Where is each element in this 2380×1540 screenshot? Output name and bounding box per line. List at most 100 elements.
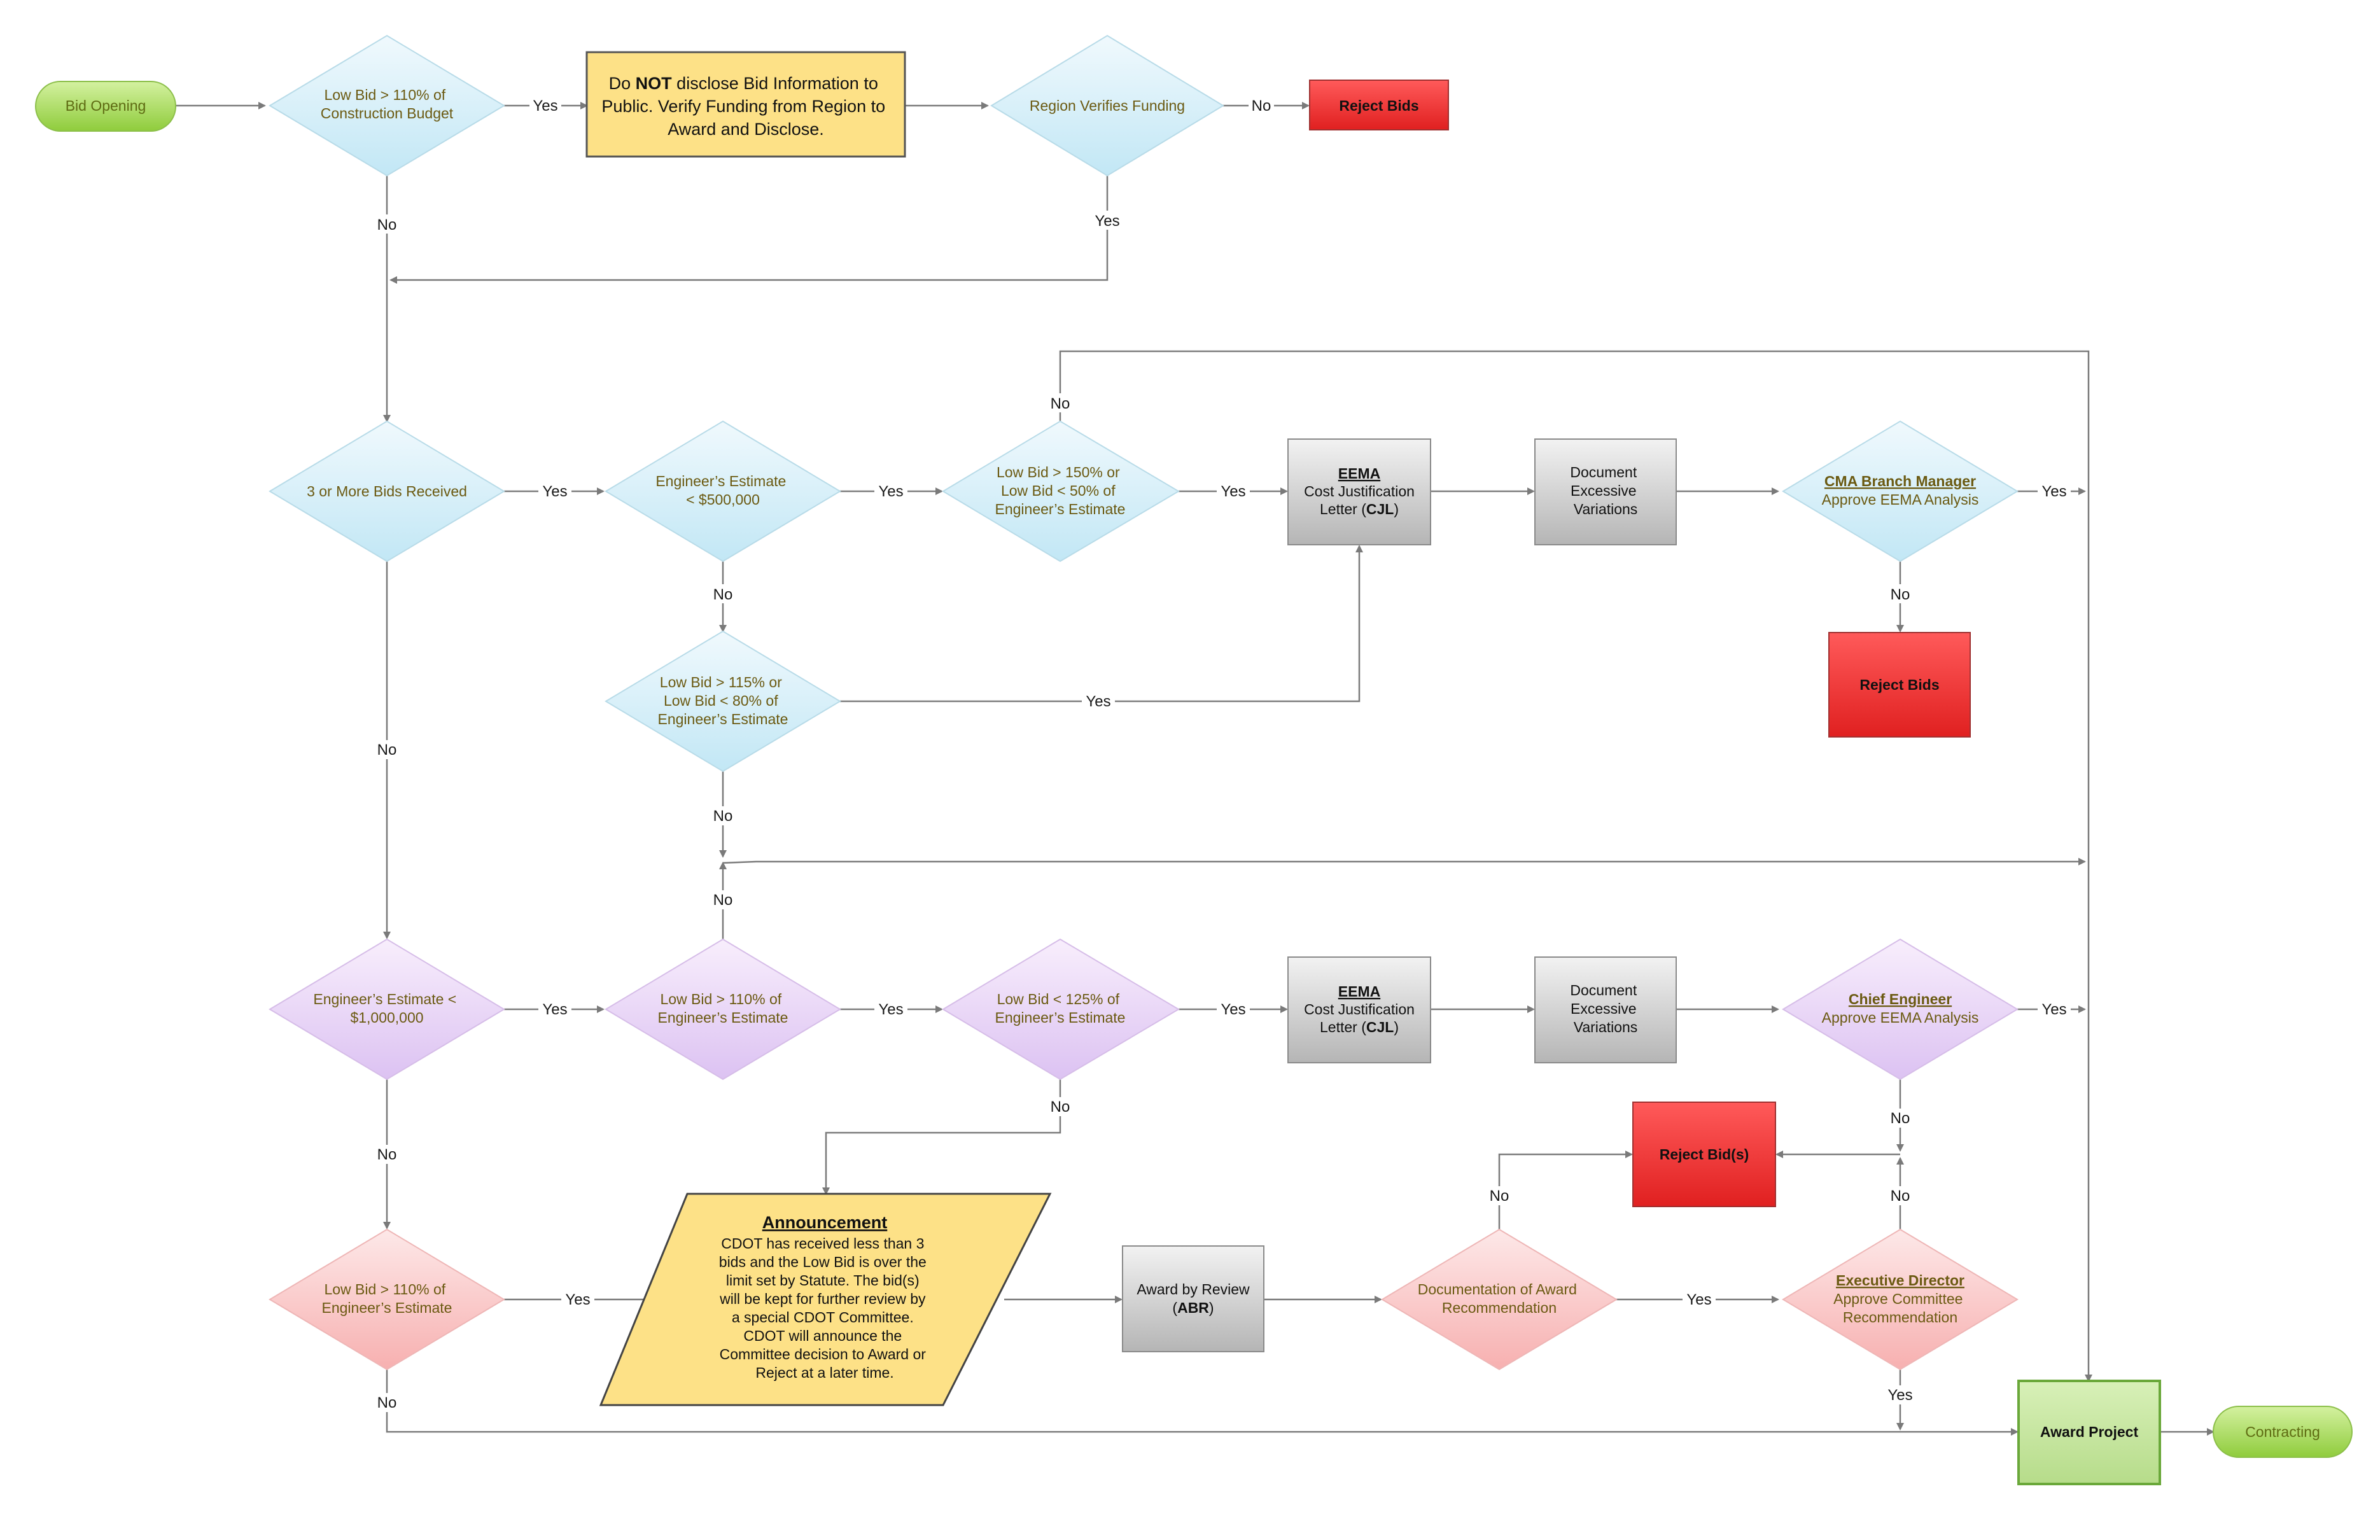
reject-bids-label: Reject Bids bbox=[1859, 676, 1939, 693]
decision-estimate-1m[interactable]: Engineer’s Estimate < $1,000,000 bbox=[269, 938, 505, 1081]
decision-line: Region Verifies Funding bbox=[1030, 97, 1185, 114]
svg-text:Engineer’s Estimate < $1: Engineer’s Estimate < $1,000,000 bbox=[313, 991, 460, 1026]
box-line: Excessive bbox=[1571, 1000, 1637, 1017]
decision-line: Engineer’s Estimate < bbox=[313, 991, 456, 1007]
decision-line: Engineer’s Estimate bbox=[658, 1009, 788, 1026]
disclose-text: Public. Verify Funding from Region to bbox=[601, 97, 885, 116]
announcement-title: Announcement bbox=[762, 1213, 888, 1232]
decision-line: Engineer’s Estimate bbox=[995, 1009, 1126, 1026]
decision-line: Approve EEMA Analysis bbox=[1822, 1009, 1979, 1026]
decision-line: Documentation of Award bbox=[1418, 1281, 1577, 1298]
svg-text:CDOT has received less than 3: CDOT has received less than 3 bids and t… bbox=[719, 1235, 930, 1381]
announcement-line: will be kept for further review by bbox=[719, 1291, 926, 1307]
announcement-line: limit set by Statute. The bid(s) bbox=[726, 1272, 920, 1289]
svg-text:Region Verifies Funding: Region Verifies Funding bbox=[1030, 97, 1185, 114]
edge-yes-label: Yes bbox=[533, 97, 557, 115]
eema-abbr: CJL bbox=[1366, 1019, 1394, 1035]
decision-line: Low Bid > 150% or bbox=[997, 464, 1120, 480]
edge-no-label: No bbox=[377, 216, 397, 234]
decision-documentation-award[interactable]: Documentation of Award Recommendation bbox=[1381, 1228, 1618, 1371]
edge-yes-label: Yes bbox=[2041, 483, 2066, 500]
award-by-review-box[interactable]: Award by Review (ABR) bbox=[1122, 1245, 1264, 1352]
eema-box-2[interactable]: EEMA Cost Justification Letter (CJL) bbox=[1287, 956, 1431, 1063]
decision-line: Low Bid > 110% of bbox=[660, 991, 781, 1007]
eema-box-1[interactable]: EEMA Cost Justification Letter (CJL) bbox=[1287, 438, 1431, 545]
reject-bids-label: Reject Bids bbox=[1339, 97, 1418, 114]
end-terminal-label: Contracting bbox=[2245, 1424, 2320, 1440]
decision-executive-director[interactable]: Executive Director Approve Committee Rec… bbox=[1782, 1228, 2019, 1371]
svg-text:Do NOT disclose Bid Informatio: Do NOT disclose Bid Information to Publi… bbox=[601, 74, 890, 139]
disclose-box[interactable]: Do NOT disclose Bid Information to Publi… bbox=[585, 51, 906, 158]
reject-bids-top[interactable]: Reject Bids bbox=[1309, 80, 1449, 130]
edge-no-label: No bbox=[1252, 97, 1271, 115]
start-terminal-label: Bid Opening bbox=[66, 97, 146, 114]
svg-text:(ABR): (ABR) bbox=[1172, 1299, 1214, 1316]
decision-line: Low Bid < 125% of bbox=[997, 991, 1120, 1007]
decision-chief-engineer[interactable]: Chief Engineer Approve EEMA Analysis bbox=[1782, 938, 2019, 1081]
announcement-line: Committee decision to Award or bbox=[720, 1346, 927, 1362]
svg-text:3 or More Bids Received: 3 or More Bids Received bbox=[307, 483, 467, 500]
edge-no-label: No bbox=[1891, 1187, 1910, 1205]
svg-text:Low Bid < 125% of Engine: Low Bid < 125% of Engineer’s Estimate bbox=[995, 991, 1126, 1026]
edge-yes-label: Yes bbox=[1686, 1291, 1711, 1308]
decision-three-bids[interactable]: 3 or More Bids Received bbox=[269, 420, 505, 563]
decision-line: 3 or More Bids Received bbox=[307, 483, 467, 500]
decision-low-bid-110-estimate[interactable]: Low Bid > 110% of Engineer’s Estimate bbox=[605, 938, 841, 1081]
decision-line: Low Bid < 50% of bbox=[1001, 482, 1116, 499]
end-terminal[interactable]: Contracting bbox=[2213, 1406, 2353, 1458]
svg-text:Letter (CJL): Letter (CJL) bbox=[1320, 501, 1399, 517]
decision-line: < $500,000 bbox=[686, 491, 760, 508]
svg-text:Engineer’s Estimate < $5: Engineer’s Estimate < $500,000 bbox=[655, 473, 790, 508]
announcement-line: bids and the Low Bid is over the bbox=[719, 1254, 927, 1270]
decision-low-bid-110-budget[interactable]: Low Bid > 110% of Construction Budget bbox=[269, 34, 505, 177]
decision-title: Executive Director bbox=[1836, 1272, 1964, 1289]
box-line: Variations bbox=[1574, 1019, 1638, 1035]
svg-text:Document Excessive: Document Excessive Variations bbox=[1570, 982, 1641, 1035]
announcement-box[interactable]: Announcement CDOT has received less than… bbox=[599, 1193, 1052, 1406]
edge-yes-label: Yes bbox=[1221, 1001, 1245, 1018]
eema-line: ) bbox=[1394, 501, 1399, 517]
svg-text:Document Excessive: Document Excessive Variations bbox=[1570, 464, 1641, 517]
document-variations-2[interactable]: Document Excessive Variations bbox=[1534, 956, 1677, 1063]
award-project-box[interactable]: Award Project bbox=[2017, 1380, 2161, 1485]
decision-region-funding[interactable]: Region Verifies Funding bbox=[990, 34, 1224, 177]
disclose-text: Do bbox=[609, 74, 636, 93]
decision-low-bid-115[interactable]: Low Bid > 115% or Low Bid < 80% of Engin… bbox=[605, 630, 841, 773]
edge-yes-label: Yes bbox=[1887, 1387, 1912, 1404]
abr-abbr: ABR bbox=[1177, 1299, 1209, 1316]
decision-line: Recommendation bbox=[1843, 1309, 1957, 1326]
reject-bids-cma[interactable]: Reject Bids bbox=[1828, 632, 1971, 738]
disclose-emphasis: NOT bbox=[636, 74, 673, 93]
edge-yes-label: Yes bbox=[542, 483, 567, 500]
edge-yes-label: Yes bbox=[1086, 693, 1110, 710]
box-line: Document bbox=[1570, 982, 1637, 998]
edge-no-label: No bbox=[1051, 395, 1070, 412]
edge-yes-label: Yes bbox=[542, 1001, 567, 1018]
decision-low-bid-150[interactable]: Low Bid > 150% or Low Bid < 50% of Engin… bbox=[942, 420, 1180, 563]
reject-bids-s[interactable]: Reject Bid(s) bbox=[1632, 1102, 1776, 1207]
decision-line: Low Bid > 115% or bbox=[660, 674, 782, 690]
edge-yes-label: Yes bbox=[1095, 213, 1119, 230]
decision-cma-branch-manager[interactable]: CMA Branch Manager Approve EEMA Analysis bbox=[1782, 420, 2019, 563]
document-variations-1[interactable]: Document Excessive Variations bbox=[1534, 438, 1677, 545]
edge-yes-label: Yes bbox=[878, 1001, 903, 1018]
start-terminal[interactable]: Bid Opening bbox=[35, 81, 176, 132]
decision-low-bid-110-estimate-bottom[interactable]: Low Bid > 110% of Engineer’s Estimate bbox=[269, 1228, 505, 1371]
eema-line: Cost Justification bbox=[1304, 1001, 1415, 1018]
edge-yes-label: Yes bbox=[565, 1291, 590, 1308]
edge-yes-label: Yes bbox=[878, 483, 903, 500]
eema-title: EEMA bbox=[1338, 465, 1380, 482]
decision-line: Approve EEMA Analysis bbox=[1822, 491, 1979, 508]
abr-line: ( bbox=[1172, 1299, 1177, 1316]
award-project-label: Award Project bbox=[2040, 1424, 2139, 1440]
decision-low-bid-125[interactable]: Low Bid < 125% of Engineer’s Estimate bbox=[942, 938, 1180, 1081]
decision-estimate-500k[interactable]: Engineer’s Estimate < $500,000 bbox=[605, 420, 841, 563]
disclose-text: Award and Disclose. bbox=[668, 120, 824, 139]
edge-no-label: No bbox=[377, 741, 397, 759]
svg-text:Approve Committee Recomm: Approve Committee Recommendation bbox=[1833, 1291, 1967, 1326]
eema-line: Cost Justification bbox=[1304, 483, 1415, 500]
edge-no-label: No bbox=[377, 1394, 397, 1411]
disclose-text: disclose Bid Information to bbox=[672, 74, 878, 93]
eema-line: ) bbox=[1394, 1019, 1399, 1035]
